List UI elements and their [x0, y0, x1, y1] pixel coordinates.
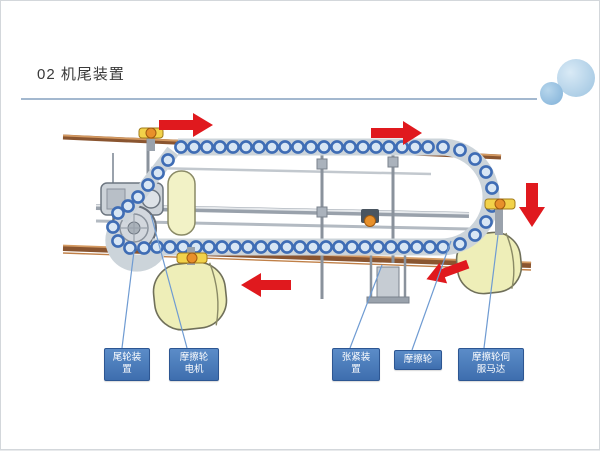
label-friction-servo-motor: 摩擦轮伺 服马达: [458, 348, 524, 381]
label-friction-wheel-motor: 摩擦轮 电机: [169, 348, 219, 381]
flow-arrow-top-right: [371, 121, 422, 145]
bottom-left-clamp: [176, 247, 208, 265]
logo-circle-small: [540, 82, 563, 105]
logo-circle-large: [557, 59, 595, 97]
label-friction-wheel: 摩擦轮: [394, 350, 442, 371]
label-tension-device: 张紧装 置: [332, 348, 380, 381]
chain-links: [106, 140, 499, 255]
top-left-clamp: [138, 127, 164, 151]
flow-arrow-top-left: [159, 113, 213, 137]
flow-arrow-bottom-center: [241, 273, 291, 297]
bottom-left-wheel: [152, 261, 228, 331]
label-tail-wheel-device: 尾轮装 置: [104, 348, 150, 381]
flow-arrow-right-side: [519, 183, 545, 227]
callout-lines: [121, 214, 499, 351]
guide-capsule: [167, 170, 196, 236]
slide-title: 02 机尾装置: [37, 66, 125, 83]
tension-pulley: [364, 215, 376, 227]
servo-motor-clamp: [484, 198, 516, 235]
title-underline: [21, 98, 537, 100]
flow-arrow-bottom-right: [426, 259, 470, 284]
